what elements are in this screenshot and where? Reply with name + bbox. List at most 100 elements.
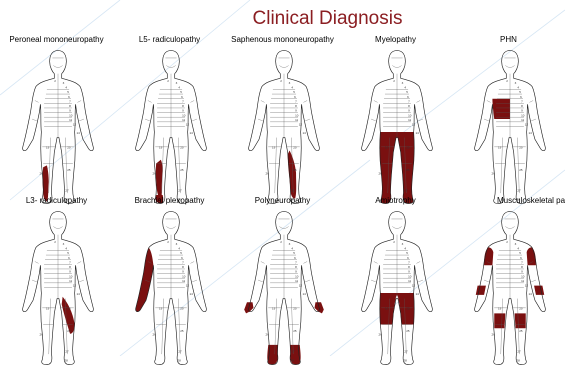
svg-text:6: 6: [407, 256, 409, 260]
body-figure: 2345678910111214192025272628: [343, 45, 451, 207]
svg-text:4: 4: [291, 86, 293, 90]
dermatome-numbers: 2345678910111214192025272628: [39, 240, 80, 362]
svg-text:4: 4: [178, 86, 180, 90]
svg-text:11: 11: [408, 279, 411, 283]
svg-text:2: 2: [393, 240, 395, 244]
svg-text:4: 4: [65, 86, 67, 90]
svg-text:11: 11: [295, 118, 298, 122]
svg-text:9: 9: [295, 270, 297, 274]
body-figure: 2345678910111214192025272628: [4, 45, 112, 207]
svg-text:10: 10: [295, 274, 299, 278]
body-figure: 2345678910111214192025272628: [343, 206, 451, 368]
svg-text:14: 14: [77, 292, 81, 296]
svg-text:4: 4: [404, 247, 406, 251]
svg-text:2: 2: [393, 79, 395, 83]
svg-text:10: 10: [182, 274, 186, 278]
svg-text:11: 11: [69, 118, 72, 122]
page-title: Clinical Diagnosis: [0, 8, 565, 30]
svg-text:7: 7: [69, 99, 71, 103]
svg-text:9: 9: [521, 270, 523, 274]
svg-text:26: 26: [39, 172, 43, 176]
svg-text:27: 27: [291, 349, 295, 353]
svg-text:26: 26: [39, 333, 43, 337]
svg-text:6: 6: [68, 95, 70, 99]
svg-text:7: 7: [182, 99, 184, 103]
svg-text:7: 7: [408, 99, 410, 103]
svg-text:12: 12: [73, 284, 77, 288]
svg-text:14: 14: [190, 131, 194, 135]
dermatome-numbers: 2345678910111214192025272628: [265, 240, 306, 362]
svg-text:26: 26: [491, 333, 495, 337]
svg-text:20: 20: [406, 146, 410, 150]
diagnosis-panel: PHN2345678910111214192025272628: [452, 35, 565, 213]
svg-text:26: 26: [378, 172, 382, 176]
panel-label: Polyneuropathy: [226, 196, 339, 206]
svg-text:6: 6: [294, 95, 296, 99]
svg-text:10: 10: [408, 274, 412, 278]
svg-text:20: 20: [180, 307, 184, 311]
body-figure: 2345678910111214192025272628: [117, 206, 225, 368]
body-figure: 2345678910111214192025272628: [117, 45, 225, 207]
svg-text:3: 3: [176, 81, 178, 85]
svg-text:8: 8: [295, 265, 297, 269]
svg-text:9: 9: [182, 270, 184, 274]
dermatome-numbers: 2345678910111214192025272628: [265, 79, 306, 201]
svg-text:14: 14: [529, 292, 533, 296]
svg-text:7: 7: [295, 99, 297, 103]
svg-text:5: 5: [293, 90, 295, 94]
body-figure: 2345678910111214192025272628: [4, 206, 112, 368]
svg-text:10: 10: [69, 274, 73, 278]
svg-text:2: 2: [506, 79, 508, 83]
svg-text:6: 6: [407, 95, 409, 99]
svg-text:5: 5: [519, 251, 521, 255]
svg-text:19: 19: [498, 146, 502, 150]
svg-text:10: 10: [295, 113, 299, 117]
svg-text:3: 3: [176, 242, 178, 246]
svg-text:25: 25: [519, 168, 523, 172]
svg-text:14: 14: [303, 131, 307, 135]
panel-label: Peroneal mononeuropathy: [0, 35, 113, 45]
svg-text:6: 6: [68, 256, 70, 260]
svg-text:19: 19: [385, 146, 389, 150]
svg-text:10: 10: [69, 113, 73, 117]
diagnosis-panel: Musculoskeletal pa2345678910111214192025…: [452, 196, 565, 374]
svg-text:11: 11: [521, 279, 524, 283]
svg-text:7: 7: [521, 260, 523, 264]
diagnosis-panel: Saphenous mononeuropathy2345678910111214…: [226, 35, 339, 213]
svg-text:2: 2: [280, 79, 282, 83]
svg-text:9: 9: [69, 109, 71, 113]
svg-text:19: 19: [46, 146, 50, 150]
svg-text:28: 28: [516, 359, 520, 363]
svg-text:5: 5: [67, 251, 69, 255]
svg-text:4: 4: [517, 86, 519, 90]
svg-text:10: 10: [521, 274, 525, 278]
svg-text:19: 19: [385, 307, 389, 311]
diagnosis-panel: L3- radiculopathy23456789101112141920252…: [0, 196, 113, 374]
svg-text:12: 12: [186, 123, 190, 127]
svg-text:7: 7: [182, 260, 184, 264]
svg-text:20: 20: [293, 307, 297, 311]
svg-text:3: 3: [402, 242, 404, 246]
panel-label: Amiotrophy: [339, 196, 452, 206]
svg-text:20: 20: [519, 307, 523, 311]
svg-text:2: 2: [280, 240, 282, 244]
svg-text:8: 8: [182, 265, 184, 269]
svg-text:8: 8: [521, 265, 523, 269]
svg-text:9: 9: [521, 109, 523, 113]
shaded-region-both-feet: [267, 345, 300, 365]
svg-text:25: 25: [293, 168, 297, 172]
svg-text:9: 9: [408, 109, 410, 113]
svg-text:4: 4: [517, 247, 519, 251]
svg-text:28: 28: [403, 359, 407, 363]
panel-label: Brachial plexopathy: [113, 196, 226, 206]
svg-text:12: 12: [412, 123, 416, 127]
svg-text:8: 8: [69, 104, 71, 108]
svg-text:12: 12: [186, 284, 190, 288]
svg-text:12: 12: [525, 284, 529, 288]
svg-text:2: 2: [167, 240, 169, 244]
diagnosis-panel: L5- radiculopathy23456789101112141920252…: [113, 35, 226, 213]
dermatome-numbers: 2345678910111214192025272628: [491, 240, 532, 362]
svg-text:12: 12: [299, 123, 303, 127]
svg-text:25: 25: [67, 168, 71, 172]
svg-text:4: 4: [65, 247, 67, 251]
